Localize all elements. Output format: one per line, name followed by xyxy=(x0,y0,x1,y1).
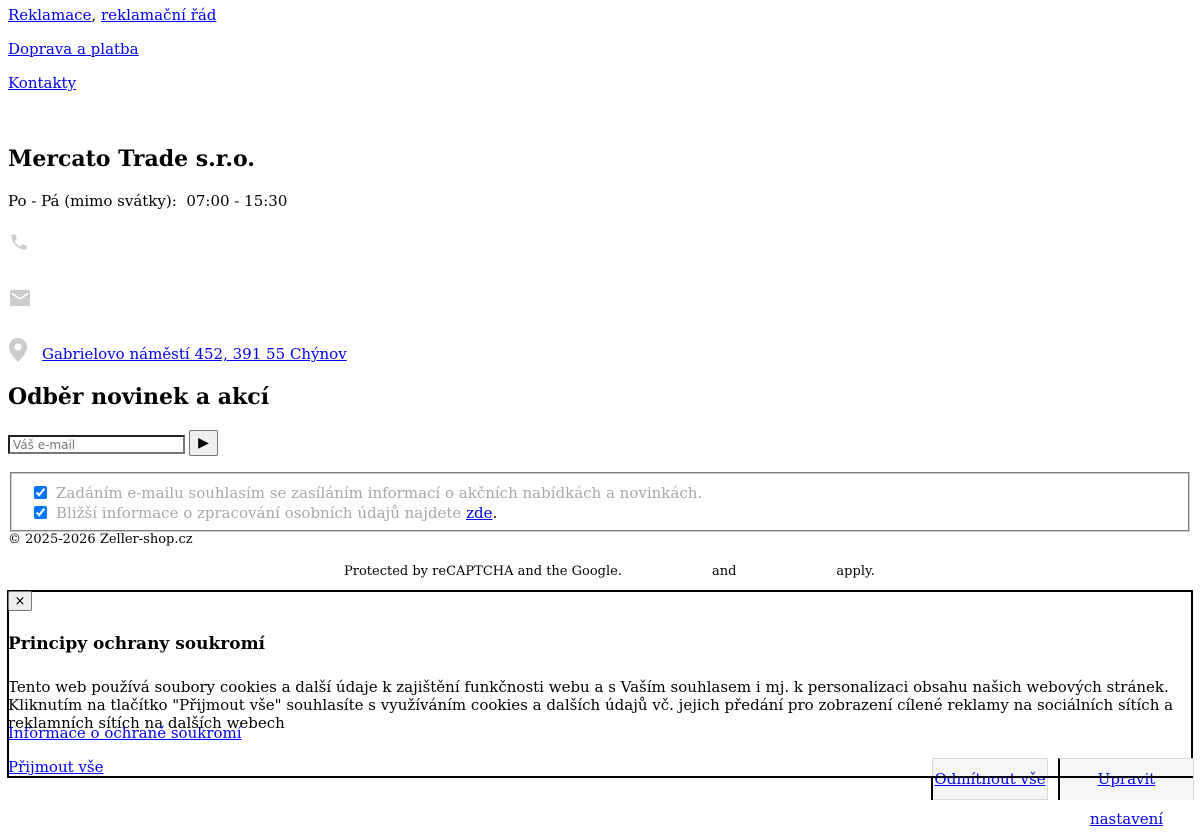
copyright: © 2025-2026 Zeller-shop.cz xyxy=(8,532,193,547)
link-reklamacni-rad[interactable]: reklamační řád xyxy=(101,6,217,24)
buttons-outline-top xyxy=(931,776,1193,778)
complaints-links: Reklamace, reklamační řád xyxy=(8,6,216,24)
hours-value: 07:00 - 15:30 xyxy=(186,192,288,210)
opening-hours: Po - Pá (mimo svátky): 07:00 - 15:30 xyxy=(8,192,287,210)
phone-icon xyxy=(9,232,29,252)
newsletter-consent-box: Zadáním e-mailu souhlasím se zasíláním i… xyxy=(10,472,1190,532)
consent-period: . xyxy=(492,504,498,522)
settings-button[interactable]: Upravit nastavení xyxy=(1058,758,1194,828)
newsletter-title: Odběr novinek a akcí xyxy=(8,384,270,410)
recaptcha-suffix: apply. xyxy=(836,564,875,579)
consent-text-2: Bližší informace o zpracování osobních ú… xyxy=(56,504,462,522)
cookie-close-button[interactable]: × xyxy=(8,591,32,611)
settings-link[interactable]: Upravit nastavení xyxy=(1089,770,1164,828)
cookie-consent-panel xyxy=(7,590,1193,778)
privacy-details-link[interactable]: zde xyxy=(466,504,493,522)
reject-all-link[interactable]: Odmítnout vše xyxy=(934,770,1046,788)
link-reklamace[interactable]: Reklamace xyxy=(8,6,92,24)
recaptcha-and: and xyxy=(711,564,737,579)
buttons-outline-left xyxy=(931,776,933,800)
link-kontakty[interactable]: Kontakty xyxy=(8,74,77,92)
recaptcha-prefix: Protected by reCAPTCHA and the Google. xyxy=(344,564,622,579)
mail-icon xyxy=(9,289,31,307)
company-name: Mercato Trade s.r.o. xyxy=(8,146,255,172)
recaptcha-notice: Protected by reCAPTCHA and the Google. an… xyxy=(344,564,875,580)
accept-all-link[interactable]: Přijmout vše xyxy=(8,758,104,776)
address-link[interactable]: Gabrielovo náměstí 452, 391 55 Chýnov xyxy=(42,345,347,363)
newsletter-email-input[interactable] xyxy=(8,435,185,454)
reject-all-button[interactable]: Odmítnout vše xyxy=(932,758,1048,800)
consent-checkbox-1[interactable] xyxy=(34,486,47,499)
cookie-panel-text: Tento web používá soubory cookies a dalš… xyxy=(8,678,1174,732)
link-doprava-a-platba[interactable]: Doprava a platba xyxy=(8,40,139,58)
hours-label: Po - Pá (mimo svátky): xyxy=(8,192,177,210)
consent-checkbox-2[interactable] xyxy=(34,506,47,519)
consent-text-1: Zadáním e-mailu souhlasím se zasíláním i… xyxy=(56,484,703,502)
location-pin-icon xyxy=(9,338,27,362)
newsletter-submit-button[interactable]: ▶ xyxy=(189,430,218,456)
link-separator: , xyxy=(91,6,97,24)
cookie-panel-title: Principy ochrany soukromí xyxy=(8,634,266,654)
privacy-info-link[interactable]: Informace o ochraně soukromí xyxy=(8,724,242,742)
